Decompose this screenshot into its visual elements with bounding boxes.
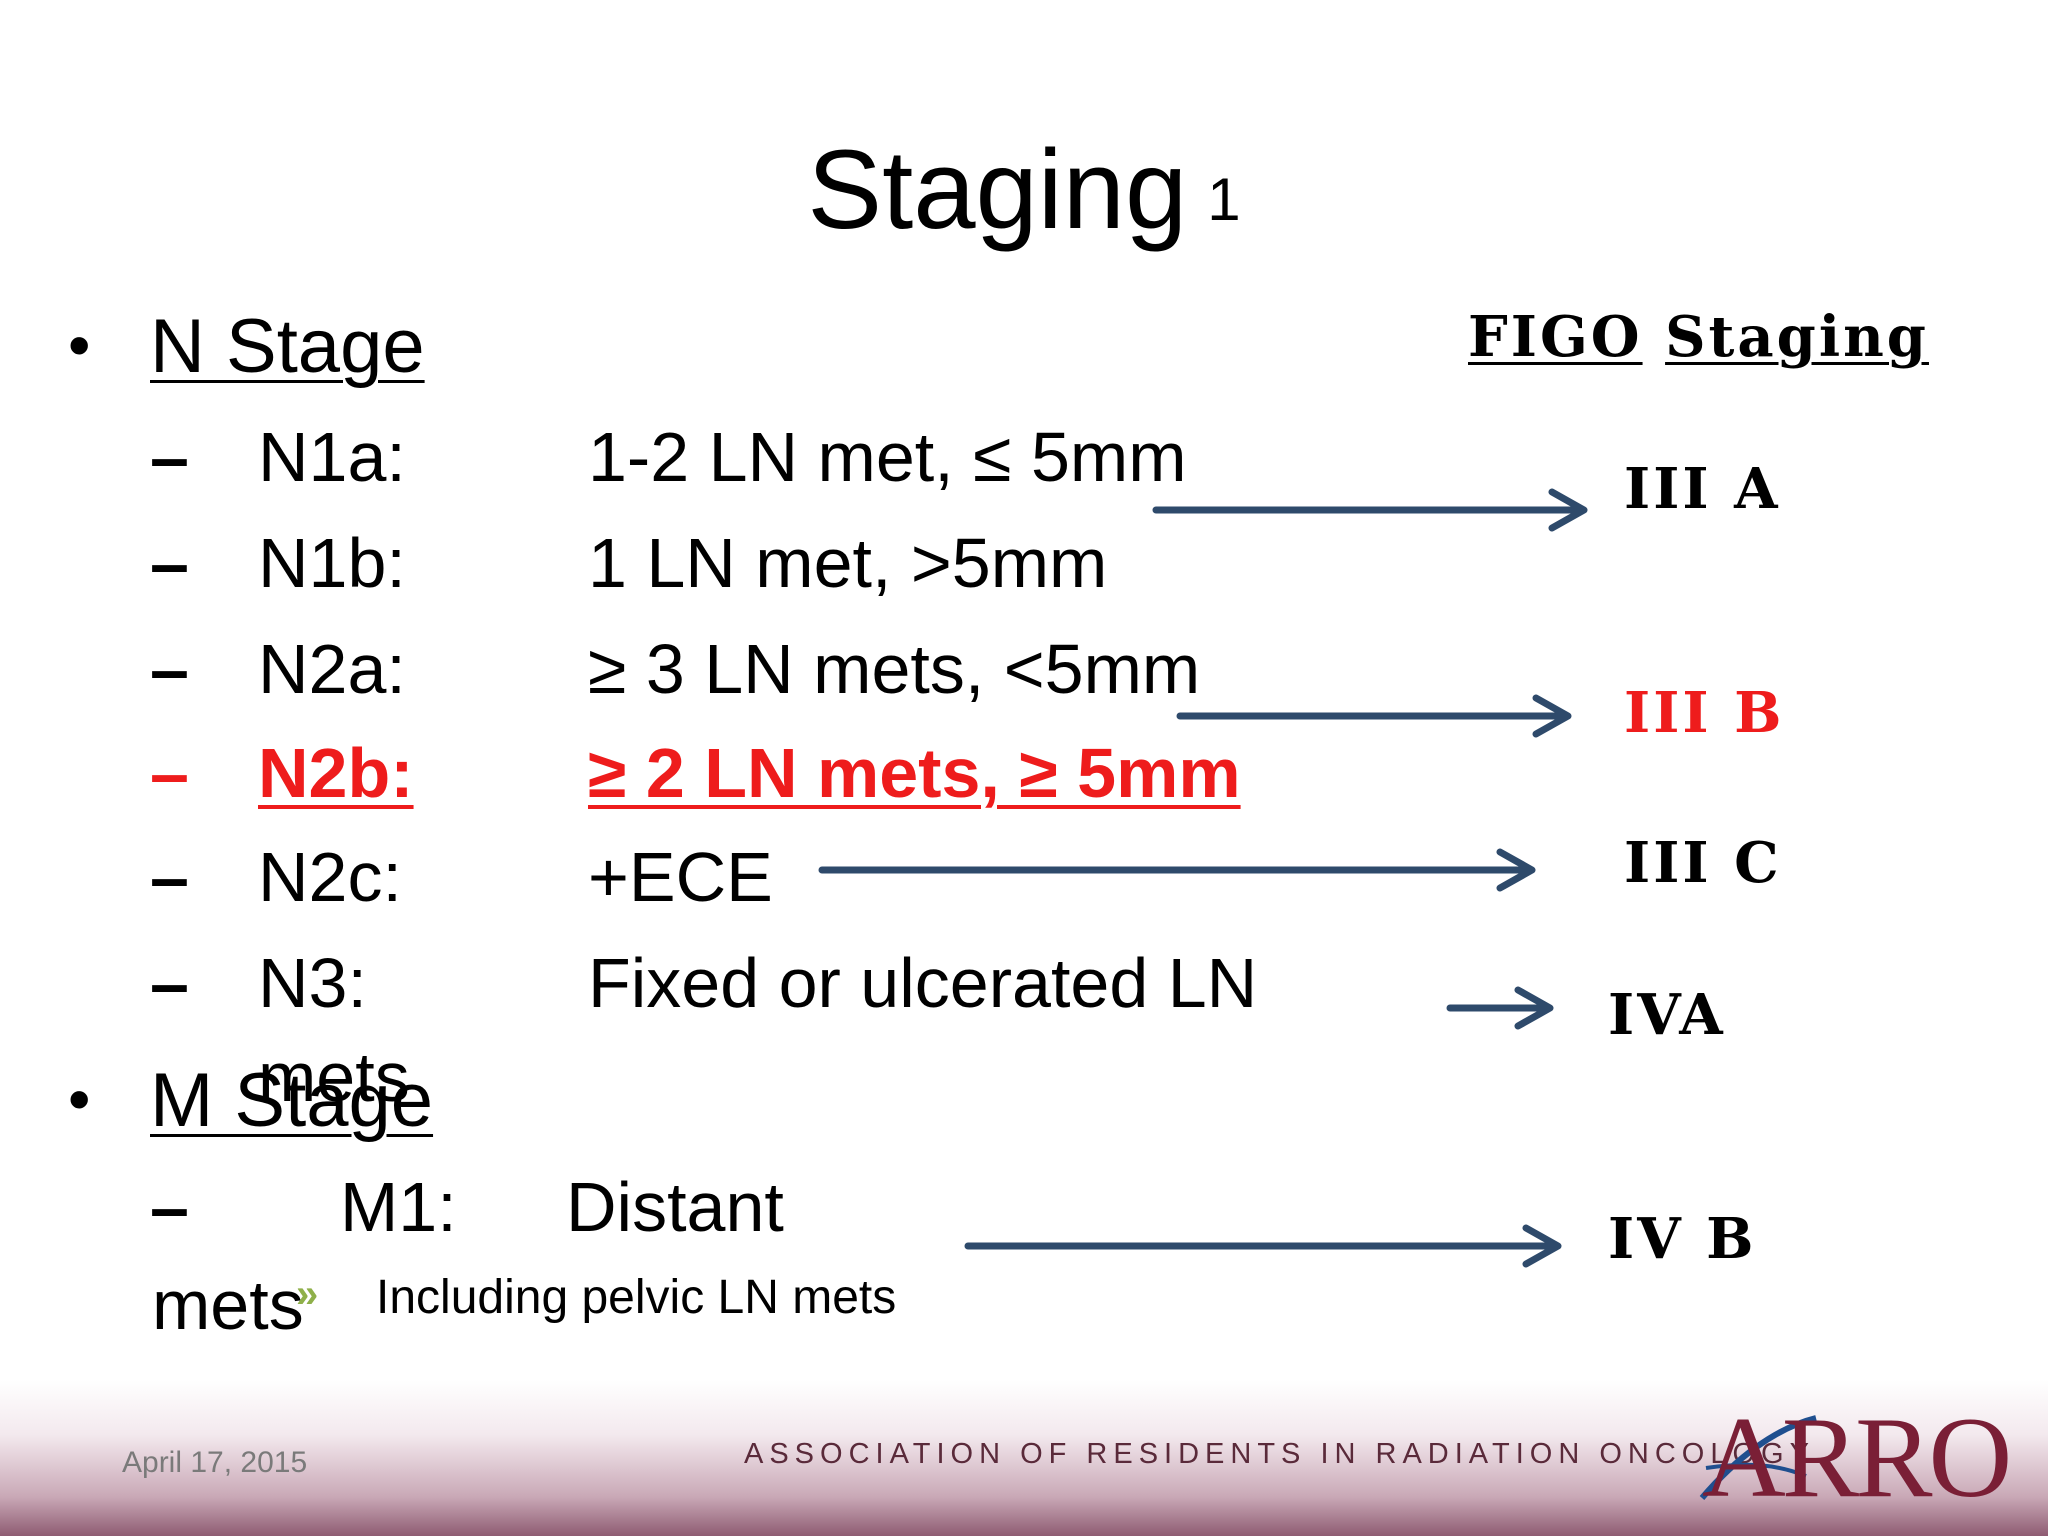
figo-heading: FIGO Staging: [1468, 302, 1929, 372]
slide-title: Staging 1: [0, 120, 2048, 260]
n-code: N1b:: [258, 524, 406, 602]
n-desc: Fixed or ulcerated LN: [588, 944, 1258, 1022]
m1-sub-bullet: Including pelvic LN mets: [376, 1271, 897, 1324]
figo-stage-iiib: III B: [1624, 680, 1785, 746]
sub-bullet-chevron-icon: »: [296, 1272, 319, 1316]
n-code: N3:: [258, 944, 367, 1022]
figo-heading-part1: FIGO: [1468, 304, 1643, 370]
arrow-n2b-to-iiib: [1176, 694, 1572, 738]
m1-overflow-text: mets: [152, 1266, 304, 1344]
figo-stage-ivb: IV B: [1608, 1206, 1757, 1272]
n-code: N2c:: [258, 838, 402, 916]
figo-stage-iiic: III C: [1624, 830, 1782, 896]
list-dash: –: [150, 630, 189, 708]
m-stage-heading: M Stage: [150, 1058, 434, 1143]
list-dash: –: [150, 418, 189, 496]
arrow-m1-to-ivb: [964, 1224, 1562, 1268]
arrow-n2c-to-iiic: [818, 848, 1536, 892]
n-code: N2a:: [258, 630, 406, 708]
n-desc: ≥ 3 LN mets, <5mm: [588, 630, 1201, 708]
footer-band: [0, 1380, 2048, 1536]
list-dash: –: [150, 1168, 189, 1246]
footer-association-name: ASSOCIATION OF RESIDENTS IN RADIATION ON…: [744, 1438, 1815, 1470]
arrow-n1a-to-iiia: [1152, 488, 1588, 532]
list-dash: –: [150, 838, 189, 916]
figo-stage-iva: IVA: [1608, 982, 1726, 1048]
arro-logo-swoosh-icon: [1699, 1415, 1817, 1500]
n-code: N1a:: [258, 418, 406, 496]
bullet-dot-n-stage: •: [68, 309, 91, 381]
figo-stage-iiia: III A: [1624, 456, 1781, 522]
m-code: M1:: [340, 1168, 457, 1246]
figo-heading-part2: Staging: [1665, 304, 1929, 370]
n-desc: 1 LN met, >5mm: [588, 524, 1108, 602]
n-desc-highlighted: ≥ 2 LN mets, ≥ 5mm: [588, 734, 1241, 812]
title-footnote-ref: 1: [1207, 166, 1241, 233]
n-code-highlighted: N2b:: [258, 734, 414, 812]
n-stage-heading: N Stage: [150, 304, 425, 389]
title-text: Staging: [807, 127, 1188, 252]
m-desc: Distant: [566, 1168, 784, 1246]
n-desc: +ECE: [588, 838, 773, 916]
arro-logo: ARRO: [1696, 1394, 2012, 1531]
arrow-n3-to-iva: [1446, 986, 1554, 1030]
bullet-dot-m-stage: •: [68, 1063, 91, 1135]
list-dash-highlighted: –: [150, 734, 189, 812]
n-desc: 1-2 LN met, ≤ 5mm: [588, 418, 1187, 496]
footer-date: April 17, 2015: [122, 1446, 308, 1479]
list-dash: –: [150, 524, 189, 602]
arro-logo-text: ARRO: [1702, 1394, 2012, 1522]
n3-overflow-text: mets: [258, 1038, 410, 1116]
list-dash: –: [150, 944, 189, 1022]
